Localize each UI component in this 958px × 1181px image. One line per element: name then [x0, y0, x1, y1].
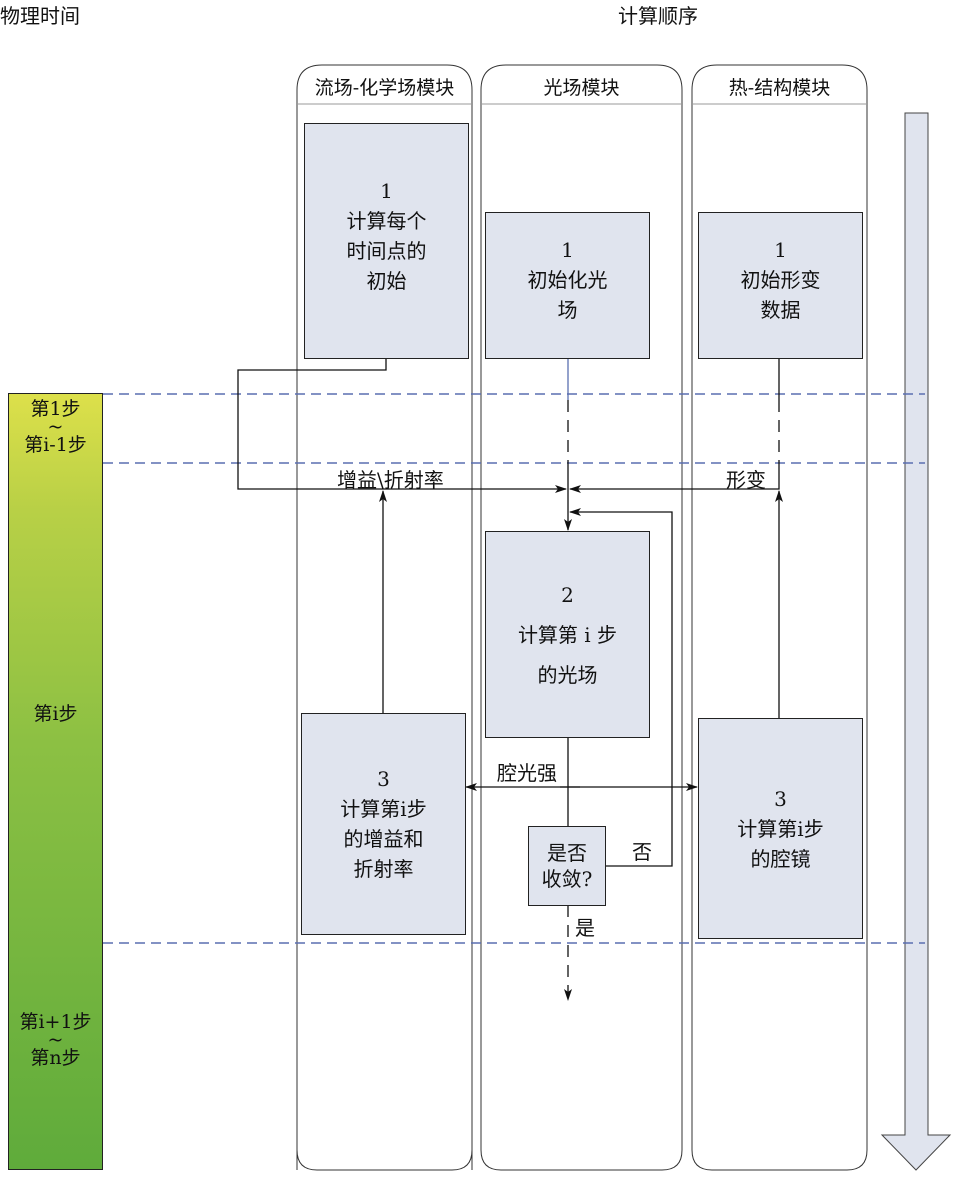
swimlanes: [296, 64, 868, 1171]
step-number: 1: [774, 238, 787, 262]
label-gain-refraction: 增益\折射率: [337, 468, 444, 492]
box-text: 时间点的: [346, 239, 427, 263]
decision-converged: 是否 收敛?: [528, 826, 606, 906]
box-text: 的增益和: [343, 827, 424, 851]
time-step-text: 第i步: [33, 703, 78, 725]
time-step-text: ~: [47, 1029, 64, 1051]
time-step-text: 第n步: [30, 1047, 81, 1069]
box-text: 的腔镜: [750, 846, 811, 871]
physical-time-title: 物理时间: [0, 4, 80, 28]
time-step-1: 第1步 ~ 第i-1步: [8, 397, 103, 457]
time-dividers: [103, 393, 925, 944]
step-number: 1: [561, 238, 574, 262]
box-text: 折射率: [353, 857, 414, 881]
time-step-i: 第i步: [8, 702, 103, 726]
box-flow-step1: 1 计算每个 时间点的 初始: [304, 123, 469, 359]
box-text: 初始: [366, 269, 407, 293]
label-deformation: 形变: [726, 468, 766, 492]
box-text: 计算第i步: [737, 816, 824, 841]
box-text: 数据: [760, 298, 801, 322]
box-text: 初始化光: [527, 268, 608, 292]
lane-header-light: 光场模块: [543, 77, 620, 99]
box-text: 初始形变: [740, 268, 821, 292]
step-number: 3: [377, 767, 390, 791]
step-number: 1: [380, 179, 393, 203]
time-step-text: 第i-1步: [24, 434, 87, 456]
box-text: 场: [557, 298, 578, 322]
box-text: 是否: [547, 841, 587, 865]
box-light-step1: 1 初始化光 场: [485, 212, 650, 359]
box-thermal-step3: 3 计算第i步 的腔镜: [698, 718, 863, 939]
lane-light: [480, 64, 683, 1171]
box-thermal-step1: 1 初始形变 数据: [698, 212, 863, 359]
connectors: [237, 358, 783, 1001]
compute-order-arrow: [880, 112, 952, 1171]
box-text: 计算每个: [346, 209, 427, 233]
lane-thermal: [691, 64, 868, 1171]
box-text: 计算第i步: [340, 797, 427, 821]
compute-order-title: 计算顺序: [618, 4, 698, 28]
box-flow-step3: 3 计算第i步 的增益和 折射率: [301, 713, 466, 935]
label-yes: 是: [575, 916, 595, 940]
lane-header-thermal: 热-结构模块: [728, 77, 831, 99]
physical-time-bar: [8, 393, 103, 1170]
label-cavity-intensity: 腔光强: [497, 761, 557, 785]
time-step-n: 第i+1步 ~ 第n步: [8, 1010, 103, 1070]
time-step-text: ~: [47, 416, 64, 438]
time-step-text: 第1步: [30, 398, 81, 420]
lane-header-flow: 流场-化学场模块: [314, 77, 455, 99]
lane-flow: [296, 64, 473, 1170]
step-number: 3: [774, 786, 787, 811]
box-text: 的光场: [537, 662, 598, 687]
box-text: 计算第 i 步: [517, 622, 618, 647]
step-number: 2: [561, 582, 574, 607]
label-no: 否: [632, 840, 652, 864]
time-step-text: 第i+1步: [19, 1011, 92, 1033]
box-light-step2: 2 计算第 i 步 的光场: [485, 531, 650, 738]
box-text: 收敛?: [541, 867, 593, 891]
